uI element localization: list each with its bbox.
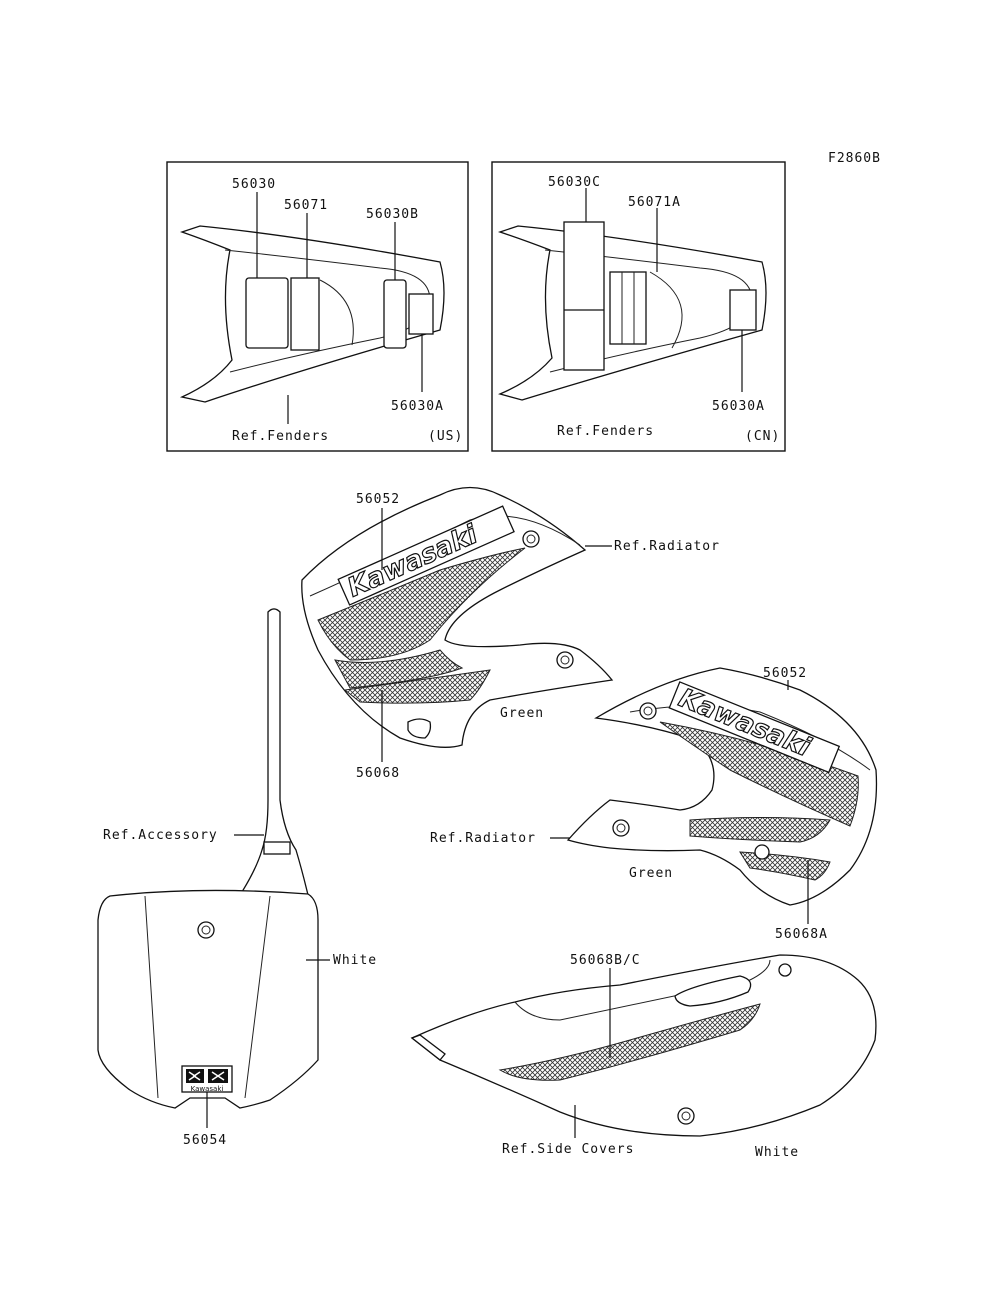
shroud-left-stripe: 56068 bbox=[356, 766, 400, 781]
cn-label-56030a: 56030A bbox=[712, 399, 765, 414]
us-label-56030b: 56030B bbox=[366, 207, 419, 222]
us-decal-56030b bbox=[383, 279, 407, 349]
us-label-56030: 56030 bbox=[232, 177, 276, 192]
number-plate-body bbox=[97, 889, 319, 1109]
us-label-56030a: 56030A bbox=[391, 399, 444, 414]
shroud-left: Kawasaki 56052 Ref.Radiator Green 56068 bbox=[301, 486, 720, 781]
side-cover-color: White bbox=[755, 1145, 799, 1160]
us-decal-56030 bbox=[245, 277, 289, 349]
us-decal-56030a bbox=[408, 293, 434, 335]
us-fender-arch bbox=[319, 279, 354, 346]
shroud-left-mesh-upper bbox=[317, 547, 526, 661]
cn-region: (CN) bbox=[745, 429, 780, 444]
side-cover-graphic bbox=[498, 1003, 761, 1081]
side-cover: 56068B/C Ref.Side Covers White bbox=[410, 953, 877, 1160]
cn-decal-56030a bbox=[729, 289, 757, 331]
side-cover-part: 56068B/C bbox=[570, 953, 641, 968]
cn-decal-56030c bbox=[563, 221, 605, 371]
figure-code: F2860B bbox=[828, 151, 881, 166]
us-decal-56071 bbox=[290, 277, 320, 351]
shroud-left-color: Green bbox=[500, 706, 544, 721]
panel-cn: 56030C 56071A 56030A Ref.Fenders (CN) bbox=[491, 161, 786, 452]
panel-us: 56030 56071 56030B 56030A Ref.Fenders (U… bbox=[166, 161, 469, 452]
shroud-right-body bbox=[566, 667, 878, 906]
side-cover-slot bbox=[674, 975, 752, 1007]
panel-us-frame bbox=[166, 161, 469, 452]
number-plate-ref: Ref.Accessory bbox=[103, 828, 218, 843]
shroud-right-part: 56052 bbox=[763, 666, 807, 681]
shroud-right-stripe: 56068A bbox=[775, 927, 828, 942]
number-plate-part: 56054 bbox=[183, 1133, 227, 1148]
shroud-right: Kawasaki 56052 Ref.Radiator Green 56068A bbox=[430, 666, 878, 942]
shroud-right-color: Green bbox=[629, 866, 673, 881]
shroud-right-ref: Ref.Radiator bbox=[430, 831, 536, 846]
panel-cn-frame bbox=[491, 161, 786, 452]
us-region: (US) bbox=[428, 429, 463, 444]
us-ref-fenders: Ref.Fenders bbox=[232, 429, 329, 444]
number-plate-slot bbox=[263, 841, 291, 855]
side-cover-ref: Ref.Side Covers bbox=[502, 1142, 634, 1157]
number-plate-brand: Kawasaki bbox=[191, 1085, 224, 1093]
number-plate-color: White bbox=[333, 953, 377, 968]
cn-label-56071a: 56071A bbox=[628, 195, 681, 210]
shroud-left-ref: Ref.Radiator bbox=[614, 539, 720, 554]
cn-label-56030c: 56030C bbox=[548, 175, 601, 190]
number-plate: Kawasaki Ref.Accessory White 56054 bbox=[97, 608, 377, 1148]
shroud-right-mesh-z bbox=[689, 817, 831, 843]
cn-decal-56071a bbox=[609, 271, 647, 345]
shroud-left-mesh-lower bbox=[343, 669, 491, 704]
shroud-left-mesh-z bbox=[334, 649, 464, 689]
cn-fender-arch bbox=[649, 271, 683, 349]
cn-ref-fenders: Ref.Fenders bbox=[557, 424, 654, 439]
us-label-56071: 56071 bbox=[284, 198, 328, 213]
shroud-left-part: 56052 bbox=[356, 492, 400, 507]
